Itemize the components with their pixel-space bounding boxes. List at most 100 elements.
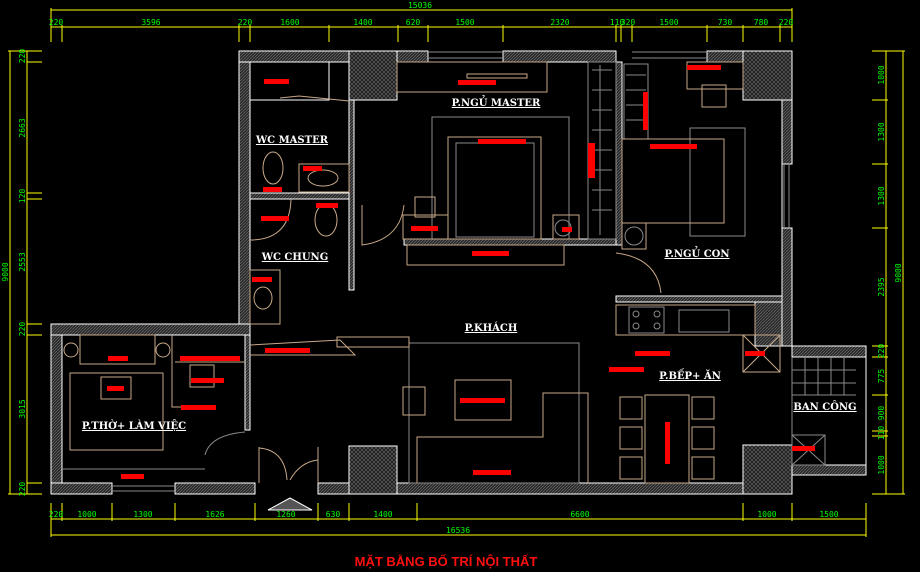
- dim-text: 2553: [18, 252, 27, 271]
- dim-ticks: [50, 503, 867, 537]
- nightstand: [552, 214, 580, 240]
- dim-text: 220: [18, 49, 27, 64]
- wardrobe-hangers: [626, 74, 646, 121]
- dim-text: 620: [406, 18, 421, 27]
- dim-ticks: [50, 8, 793, 42]
- dim-text: 1300: [877, 122, 886, 141]
- tag: [478, 139, 526, 144]
- tag: [458, 80, 496, 85]
- rug: [408, 342, 580, 484]
- wall: [396, 482, 744, 495]
- bedding: [455, 142, 535, 238]
- dim-text: 2320: [550, 18, 569, 27]
- dim-text: 220: [877, 344, 886, 359]
- entrance-arrow-icon: [267, 497, 313, 511]
- wall: [317, 482, 350, 495]
- tag: [745, 351, 765, 356]
- room-label-child-bedroom: P.NGỦ CON: [664, 247, 729, 260]
- dim-text: 220: [779, 18, 794, 27]
- room-label-wc-master: WC MASTER: [255, 135, 329, 146]
- dim-text: 1500: [819, 510, 838, 519]
- shower-curve: [249, 198, 292, 241]
- dim-text: 110: [610, 18, 625, 27]
- tag: [107, 386, 124, 391]
- wall: [502, 50, 617, 63]
- dim-text: 630: [326, 510, 341, 519]
- tag: [643, 92, 648, 130]
- armchair: [402, 386, 426, 416]
- left-dimensions: 9000 220 2663 120 2553 220 3015 220: [1, 49, 42, 496]
- tag: [588, 143, 595, 178]
- tag: [460, 398, 505, 403]
- shower: [249, 61, 330, 101]
- dim-text: 120: [18, 189, 27, 204]
- altar: [79, 334, 156, 365]
- door-swing: [62, 431, 246, 470]
- burner: [632, 310, 640, 318]
- chair: [701, 84, 727, 108]
- wall: [754, 301, 783, 347]
- partition-wall: [403, 238, 618, 246]
- dim-text: 1000: [757, 510, 776, 519]
- bed-headboard: [431, 116, 570, 239]
- dim-text: 1400: [353, 18, 372, 27]
- tag: [609, 367, 644, 372]
- burner: [653, 322, 661, 330]
- partition-wall: [615, 61, 623, 246]
- table: [100, 376, 132, 400]
- dim-text: 6600: [570, 510, 589, 519]
- wall-edge: [249, 62, 867, 465]
- dim-text: 220: [238, 18, 253, 27]
- wall: [396, 50, 429, 63]
- entrance-door: [258, 447, 319, 483]
- dim-left-total: 9000: [1, 262, 10, 281]
- dim-text: 775: [877, 369, 886, 384]
- kitchen-counter: [615, 304, 756, 336]
- column: [348, 445, 398, 495]
- fridge: [742, 334, 781, 373]
- chair: [414, 196, 436, 218]
- dim-text: 1260: [276, 510, 295, 519]
- wall: [238, 50, 350, 63]
- dim-text: 3015: [18, 399, 27, 418]
- top-dimensions: 15036 220 3596 220 1600 1400 620 1500 23…: [49, 1, 794, 42]
- bed: [447, 136, 542, 240]
- tag: [411, 226, 438, 231]
- room-label-worship-study: P.THỜ+ LÀM VIỆC: [82, 420, 186, 432]
- tag: [316, 203, 338, 208]
- dining-table: [644, 394, 690, 484]
- wall: [781, 99, 793, 165]
- furniture: [62, 61, 856, 484]
- dim-text: 1000: [877, 455, 886, 474]
- dim-text: 2395: [877, 277, 886, 296]
- dim-text: 3596: [141, 18, 160, 27]
- lamp: [63, 342, 79, 358]
- lamp: [155, 342, 171, 358]
- door-swing: [615, 252, 662, 294]
- dim-text: 1500: [455, 18, 474, 27]
- tag: [687, 65, 721, 70]
- rug: [69, 372, 164, 451]
- dim-text: 780: [754, 18, 769, 27]
- washbasin: [253, 286, 273, 310]
- dim-text: 1626: [205, 510, 224, 519]
- wall: [244, 334, 251, 431]
- shoe-cabinet: [336, 336, 410, 348]
- toilet: [314, 203, 338, 237]
- chair: [691, 426, 715, 450]
- column: [742, 444, 793, 495]
- dim-text: 1300: [133, 510, 152, 519]
- dim-ticks: [872, 50, 905, 495]
- tag: [191, 378, 224, 383]
- column: [742, 50, 793, 101]
- tag: [180, 356, 240, 361]
- chair: [691, 396, 715, 420]
- chair: [189, 364, 215, 388]
- wall: [706, 50, 744, 63]
- right-dimensions: 1000 1300 1300 2395 220 775 900 110 1000…: [872, 50, 905, 495]
- tag: [121, 474, 144, 479]
- dim-text: 1500: [659, 18, 678, 27]
- stove: [628, 306, 665, 334]
- partition-wall: [615, 295, 783, 303]
